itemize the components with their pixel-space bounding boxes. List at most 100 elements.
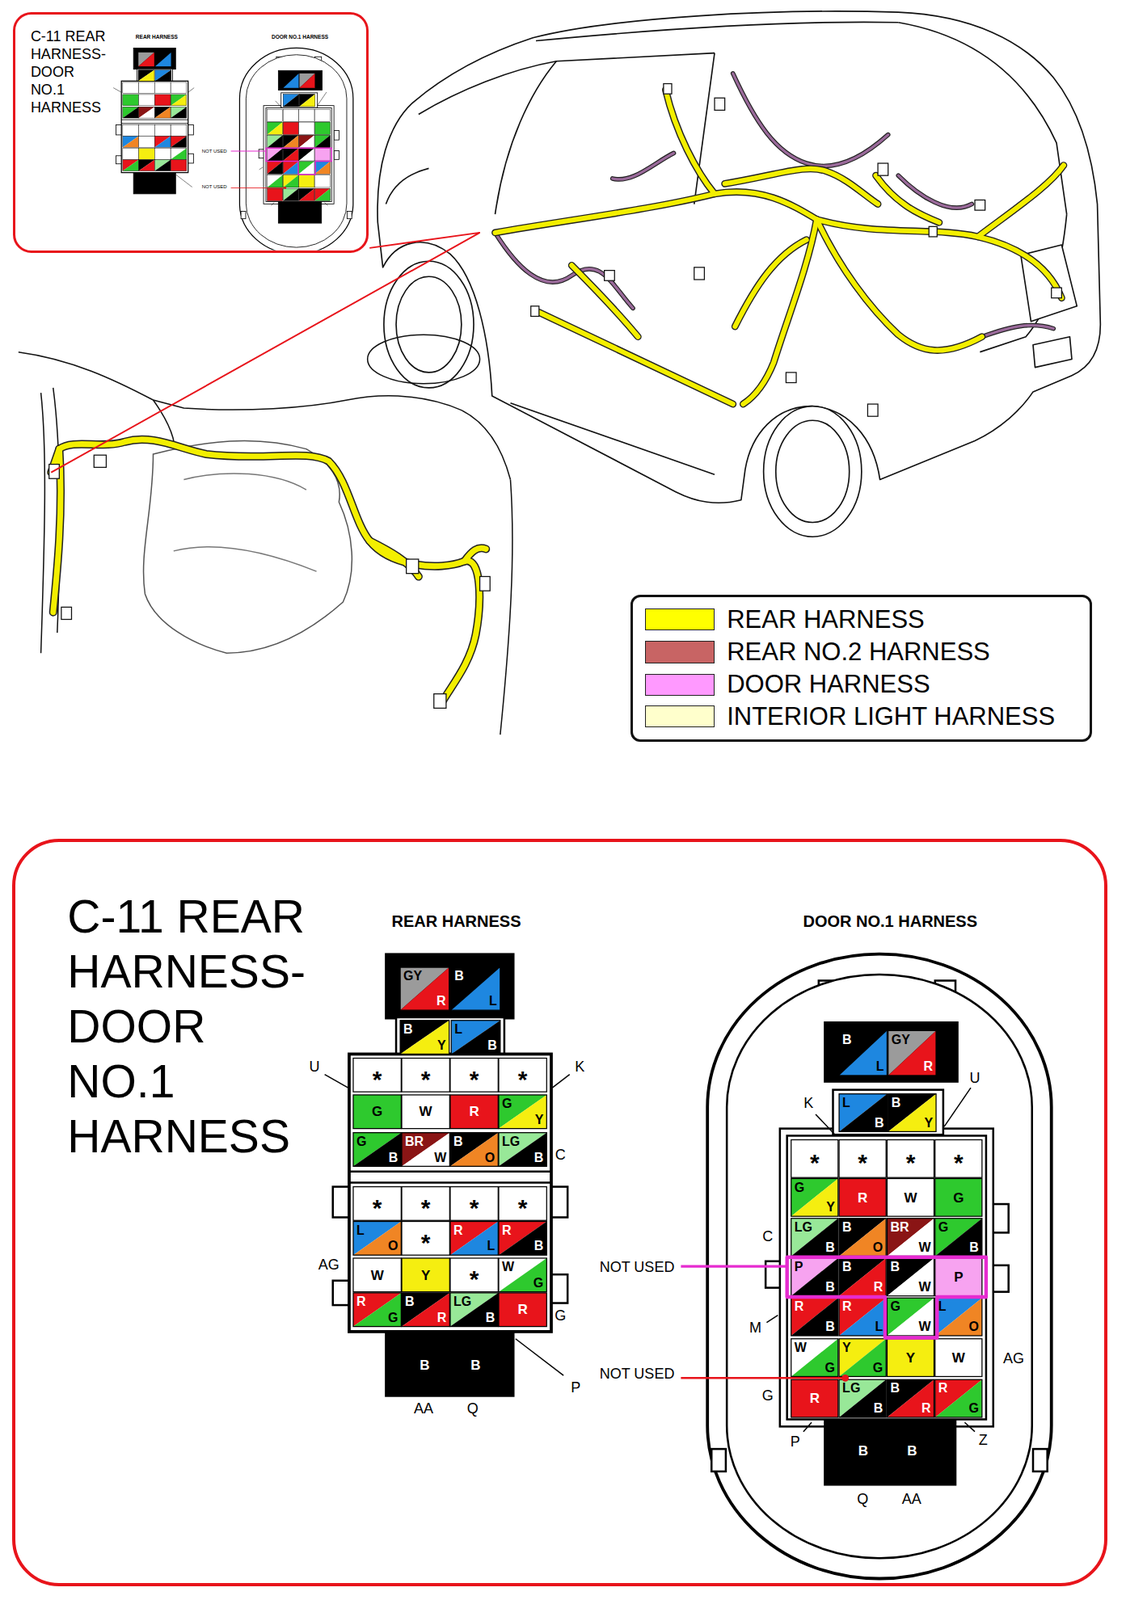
pin-cell (935, 1298, 983, 1337)
pin-color (935, 1298, 983, 1337)
connector-body (349, 1170, 552, 1173)
pin-code: B (935, 1218, 983, 1257)
pin-cell (791, 1379, 839, 1418)
pin-color (353, 1222, 401, 1257)
pin-code: B (839, 1031, 887, 1077)
pin-color (886, 1298, 934, 1337)
pin-code: GY (400, 967, 450, 1011)
connector-heading: DOOR NO.1 HARNESS (271, 34, 329, 41)
pin-cells (353, 967, 983, 1474)
pin-code: W (886, 1298, 934, 1337)
pin-border (935, 1258, 983, 1297)
pin-border (498, 1222, 547, 1257)
pin-border (791, 1298, 839, 1337)
pin-cell (400, 1345, 450, 1387)
pin-cell (791, 1178, 839, 1217)
pin-color (498, 1095, 547, 1130)
pin-color (888, 1030, 937, 1076)
note-text: NOT USED (202, 184, 228, 190)
pin-border (450, 1187, 498, 1222)
legend-swatch (645, 641, 715, 664)
pin-color (400, 1020, 450, 1055)
pin-color (935, 1139, 983, 1178)
pin-color (450, 1058, 498, 1093)
not-used-marker (680, 1377, 845, 1380)
pin-color (886, 1258, 934, 1297)
harness-connector (1051, 287, 1063, 299)
pin-color (450, 1133, 498, 1168)
pin-code: G (353, 1095, 401, 1130)
connector-body (550, 1274, 568, 1304)
pin-border (935, 1379, 983, 1418)
connector-heading: DOOR NO.1 HARNESS (704, 911, 1076, 932)
pin-color (450, 1293, 498, 1328)
legend-swatch (645, 608, 715, 632)
pin-code: Y (839, 1339, 886, 1378)
pin-border (498, 1095, 547, 1130)
pin-code: B (839, 1429, 887, 1475)
pin-color (498, 1133, 547, 1168)
pin-color (450, 1222, 498, 1257)
leader-line (766, 1315, 778, 1324)
pin-border (400, 1020, 450, 1055)
pin-border (839, 1429, 887, 1475)
callout-letter: U (969, 1071, 981, 1088)
pin-border (888, 1094, 937, 1133)
connector-body (832, 1090, 943, 1136)
pin-code: * (839, 1140, 886, 1179)
leader-line (803, 1422, 812, 1432)
pin-color (886, 1218, 934, 1257)
pin-code: R (450, 1095, 498, 1130)
pin-color (888, 1094, 937, 1133)
pin-code: R (839, 1298, 886, 1337)
pin-color (498, 1095, 547, 1130)
pin-code: B (450, 1293, 498, 1328)
pin-code: B (839, 1379, 886, 1418)
pin-color (450, 1222, 498, 1257)
connector-heading: REAR HARNESS (306, 911, 607, 932)
pin-cell (450, 1222, 498, 1257)
callout-letter: AG (1003, 1351, 1025, 1368)
legend-swatch (645, 674, 715, 697)
connector-body (333, 954, 1052, 1580)
pin-code: * (401, 1058, 450, 1093)
connector-body (349, 1054, 552, 1332)
pin-code: LG (791, 1218, 839, 1257)
pin-cell (451, 967, 501, 1011)
inset-panel: C-11 REAR HARNESS- DOOR NO.1 HARNESS (12, 12, 369, 254)
pin-cell (353, 1222, 401, 1257)
pin-color (450, 1187, 498, 1222)
pin-color (886, 1139, 934, 1178)
pin-color (935, 1379, 983, 1418)
pin-color (400, 967, 450, 1011)
pin-cell (498, 1187, 547, 1222)
pin-code: B (839, 1258, 886, 1297)
detail-body (143, 440, 353, 654)
pin-code: * (450, 1058, 498, 1093)
connector-body (333, 1281, 351, 1306)
pin-color (791, 1258, 839, 1297)
harness-connector (531, 84, 1063, 418)
pin-color (886, 1379, 934, 1418)
pin-code: O (450, 1133, 498, 1168)
pin-code: B (886, 1258, 934, 1297)
pin-color (888, 1094, 937, 1133)
pin-border (791, 1258, 839, 1297)
pin-code: B (888, 1429, 937, 1475)
pin-color (935, 1178, 983, 1217)
pin-code: G (935, 1218, 983, 1257)
pin-cell (353, 1095, 401, 1130)
leader-line (515, 1339, 564, 1376)
harness-outline (495, 89, 1064, 405)
pin-cell (839, 1339, 886, 1378)
pin-code: Y (888, 1094, 937, 1133)
pin-code: L (451, 967, 501, 1011)
pin-color (401, 1293, 450, 1328)
connector-body (711, 1449, 726, 1472)
pin-border (886, 1298, 934, 1337)
rear-harness (50, 439, 486, 705)
pin-code: G (791, 1339, 839, 1378)
pin-cell (451, 1020, 501, 1055)
pin-cell (498, 1293, 547, 1328)
pin-color (839, 1218, 886, 1257)
